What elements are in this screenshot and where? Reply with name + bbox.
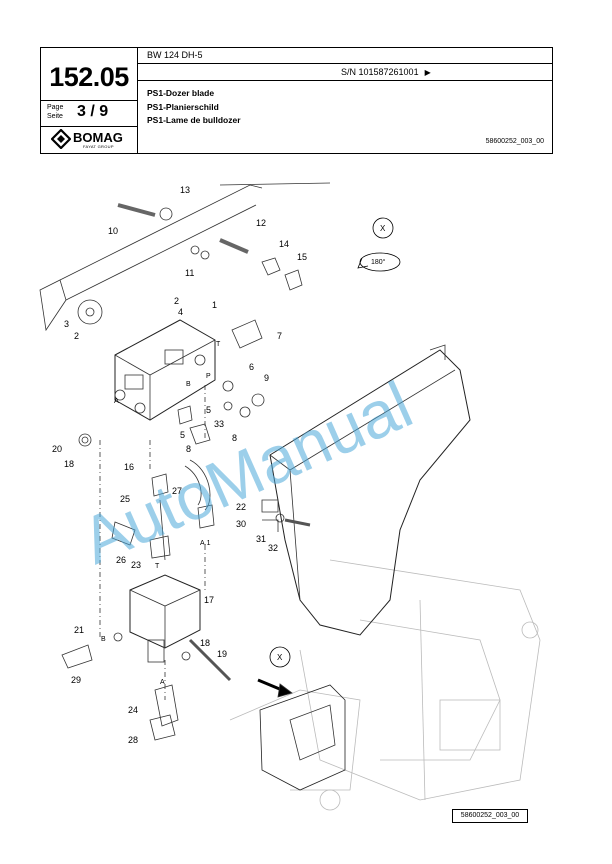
svg-text:30: 30 — [236, 519, 246, 529]
svg-text:B: B — [101, 636, 106, 643]
svg-text:32: 32 — [268, 543, 278, 553]
svg-text:14: 14 — [279, 239, 289, 249]
svg-text:T: T — [155, 563, 160, 570]
svg-text:8: 8 — [186, 444, 191, 454]
svg-text:23: 23 — [131, 560, 141, 570]
svg-text:X: X — [380, 224, 386, 233]
svg-text:7: 7 — [277, 331, 282, 341]
svg-text:20: 20 — [52, 444, 62, 454]
svg-text:B: B — [186, 381, 191, 388]
page-label-de: Seite — [47, 113, 63, 120]
page-label: Page Seite — [47, 103, 63, 121]
brand-logo: BOMAG FAYAT GROUP — [49, 128, 133, 152]
svg-text:27: 27 — [172, 486, 182, 496]
svg-text:9: 9 — [264, 373, 269, 383]
svg-text:P: P — [206, 373, 211, 380]
title-fr: PS1-Lame de bulldozer — [147, 115, 241, 125]
svg-text:28: 28 — [128, 735, 138, 745]
svg-text:31: 31 — [256, 534, 266, 544]
play-arrow-icon: ▶ — [424, 68, 431, 77]
svg-text:18: 18 — [200, 638, 210, 648]
svg-text:24: 24 — [128, 705, 138, 715]
svg-text:2: 2 — [174, 296, 179, 306]
serial-text: S/N 101587261001 — [341, 67, 419, 77]
svg-text:21: 21 — [74, 625, 84, 635]
svg-text:13: 13 — [180, 185, 190, 195]
svg-text:A: A — [114, 398, 119, 405]
svg-text:T: T — [216, 341, 221, 348]
svg-text:180°: 180° — [371, 258, 386, 266]
svg-text:A.1: A.1 — [200, 540, 211, 547]
svg-text:3: 3 — [64, 319, 69, 329]
svg-text:A: A — [160, 679, 165, 686]
svg-text:16: 16 — [124, 462, 134, 472]
page-number: 152.05 — [49, 62, 129, 92]
svg-text:1: 1 — [212, 300, 217, 310]
page-label-en: Page — [47, 104, 64, 111]
svg-text:26: 26 — [116, 555, 126, 565]
watermark: AutoManual — [40, 300, 580, 605]
title-en: PS1-Dozer blade — [147, 88, 215, 98]
svg-text:10: 10 — [108, 226, 118, 236]
watermark-text: AutoManual — [71, 367, 423, 578]
svg-text:11: 11 — [185, 268, 194, 278]
svg-text:19: 19 — [217, 649, 227, 659]
svg-text:5: 5 — [180, 430, 185, 440]
model-name: BW 124 DH-5 — [147, 50, 203, 60]
doc-id: 58600252_003_00 — [485, 138, 544, 145]
title-block: BW 124 DH-5 S/N 101587261001 ▶ 152.05 Pag… — [40, 47, 553, 154]
svg-text:4: 4 — [178, 307, 183, 317]
bomag-diamond-icon — [51, 129, 71, 149]
title-de: PS1-Planierschild — [147, 101, 219, 112]
brand-name: BOMAG — [73, 130, 123, 145]
svg-text:29: 29 — [71, 675, 81, 685]
section-titles: PS1-Dozer blade PS1-Planierschild PS1-La… — [147, 87, 241, 128]
svg-text:6: 6 — [249, 362, 254, 372]
svg-text:18: 18 — [64, 459, 74, 469]
page-of: 3 / 9 — [77, 103, 109, 120]
svg-text:25: 25 — [120, 494, 130, 504]
svg-text:15: 15 — [297, 252, 307, 262]
svg-text:5: 5 — [206, 405, 211, 415]
svg-text:8: 8 — [232, 433, 237, 443]
svg-text:17: 17 — [204, 595, 214, 605]
svg-text:X: X — [277, 653, 283, 662]
exploded-parts-diagram: 1 2 2 3 4 5 5 6 7 8 8 9 10 11 12 13 14 1… — [39, 182, 541, 811]
svg-text:2: 2 — [74, 331, 79, 341]
svg-text:22: 22 — [236, 502, 246, 512]
svg-text:33: 33 — [214, 419, 224, 429]
serial-number[interactable]: S/N 101587261001 ▶ — [341, 67, 431, 77]
drawing-id-box: 58600252_003_00 — [452, 809, 528, 823]
svg-text:12: 12 — [256, 218, 266, 228]
brand-sub: FAYAT GROUP — [83, 144, 114, 149]
